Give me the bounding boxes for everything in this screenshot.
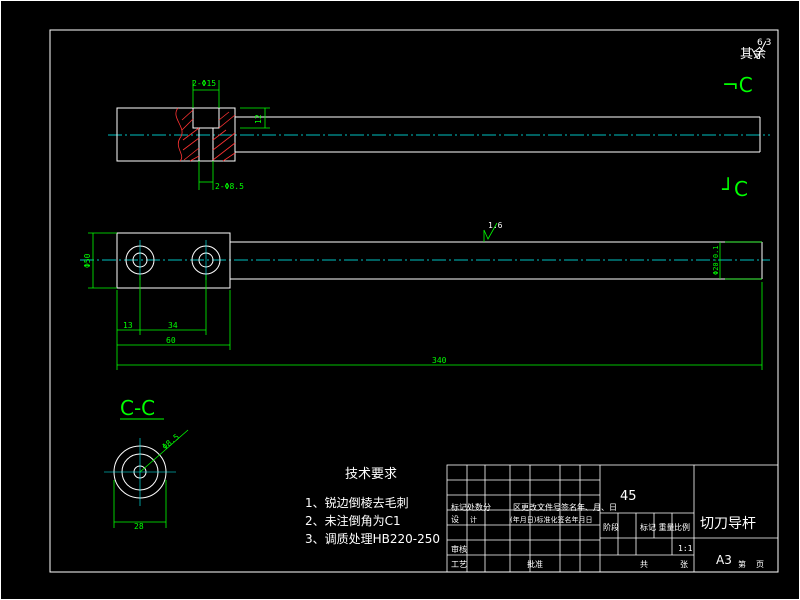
front-view — [80, 222, 770, 370]
material: 45 — [620, 489, 637, 504]
row-change: 区更改文件号签名年、月、日 — [513, 502, 617, 512]
tech-req-title: 技术要求 — [345, 467, 397, 482]
sheet-size: A3 — [716, 553, 732, 567]
title-block — [446, 464, 779, 573]
row-process: 工艺 — [451, 560, 467, 569]
row-total: 共 — [640, 560, 648, 569]
side-view — [108, 80, 770, 190]
row-sign: (年月日)标准化签名年月日 — [510, 515, 592, 524]
row-design: 设 — [451, 514, 459, 524]
row-scale-label: 比例 — [674, 522, 690, 532]
scale-value: 1:1 — [678, 544, 693, 553]
row-review: 审核 — [451, 544, 467, 554]
dim-60: 60 — [166, 336, 176, 345]
section-view — [104, 429, 189, 528]
roughness-symbol-icon — [751, 40, 767, 60]
dim-hole-thru: 2-Φ8.5 — [215, 182, 244, 191]
roughness-value: 6.3 — [757, 38, 771, 48]
drawing-frame — [49, 29, 779, 573]
dim-left-height: Φ50 — [83, 253, 92, 268]
row-approve: 批准 — [527, 559, 543, 569]
tech-req-item-1: 1、锐边倒棱去毛刺 — [305, 495, 409, 510]
part-name: 切刀导杆 — [700, 516, 756, 532]
row-weight: 标记 重量 — [640, 522, 675, 532]
dim-top-roughness: 1.6 — [488, 221, 503, 230]
row-stage: 阶段 — [603, 522, 619, 532]
tech-req-item-2: 2、未注倒角为C1 — [305, 513, 401, 528]
row-mark: 标记处数分 — [451, 502, 491, 512]
dim-13: 13 — [123, 321, 133, 330]
dim-section-width: 28 — [134, 522, 144, 531]
row-design-2: 计 — [470, 515, 477, 524]
section-title: C-C — [120, 396, 155, 420]
row-sheet-label: 张 — [680, 560, 688, 569]
section-marker-top: ¬C — [722, 73, 753, 97]
roughness-label: 其余 — [740, 46, 766, 62]
dim-34: 34 — [168, 321, 178, 330]
row-page: 第 — [738, 559, 746, 569]
dim-side-height: 12 — [254, 114, 263, 124]
tech-req-item-3: 3、调质处理HB220-250 — [305, 532, 440, 546]
dim-hole-depth: 2-Φ15 — [192, 79, 216, 88]
dim-340: 340 — [432, 356, 447, 365]
section-marker-bottom: ┘C — [721, 177, 748, 201]
dim-right-height: Φ20-0.1 — [712, 245, 720, 275]
row-page-label: 页 — [756, 560, 764, 569]
dim-section-callout: Φ8.5 — [161, 432, 182, 451]
